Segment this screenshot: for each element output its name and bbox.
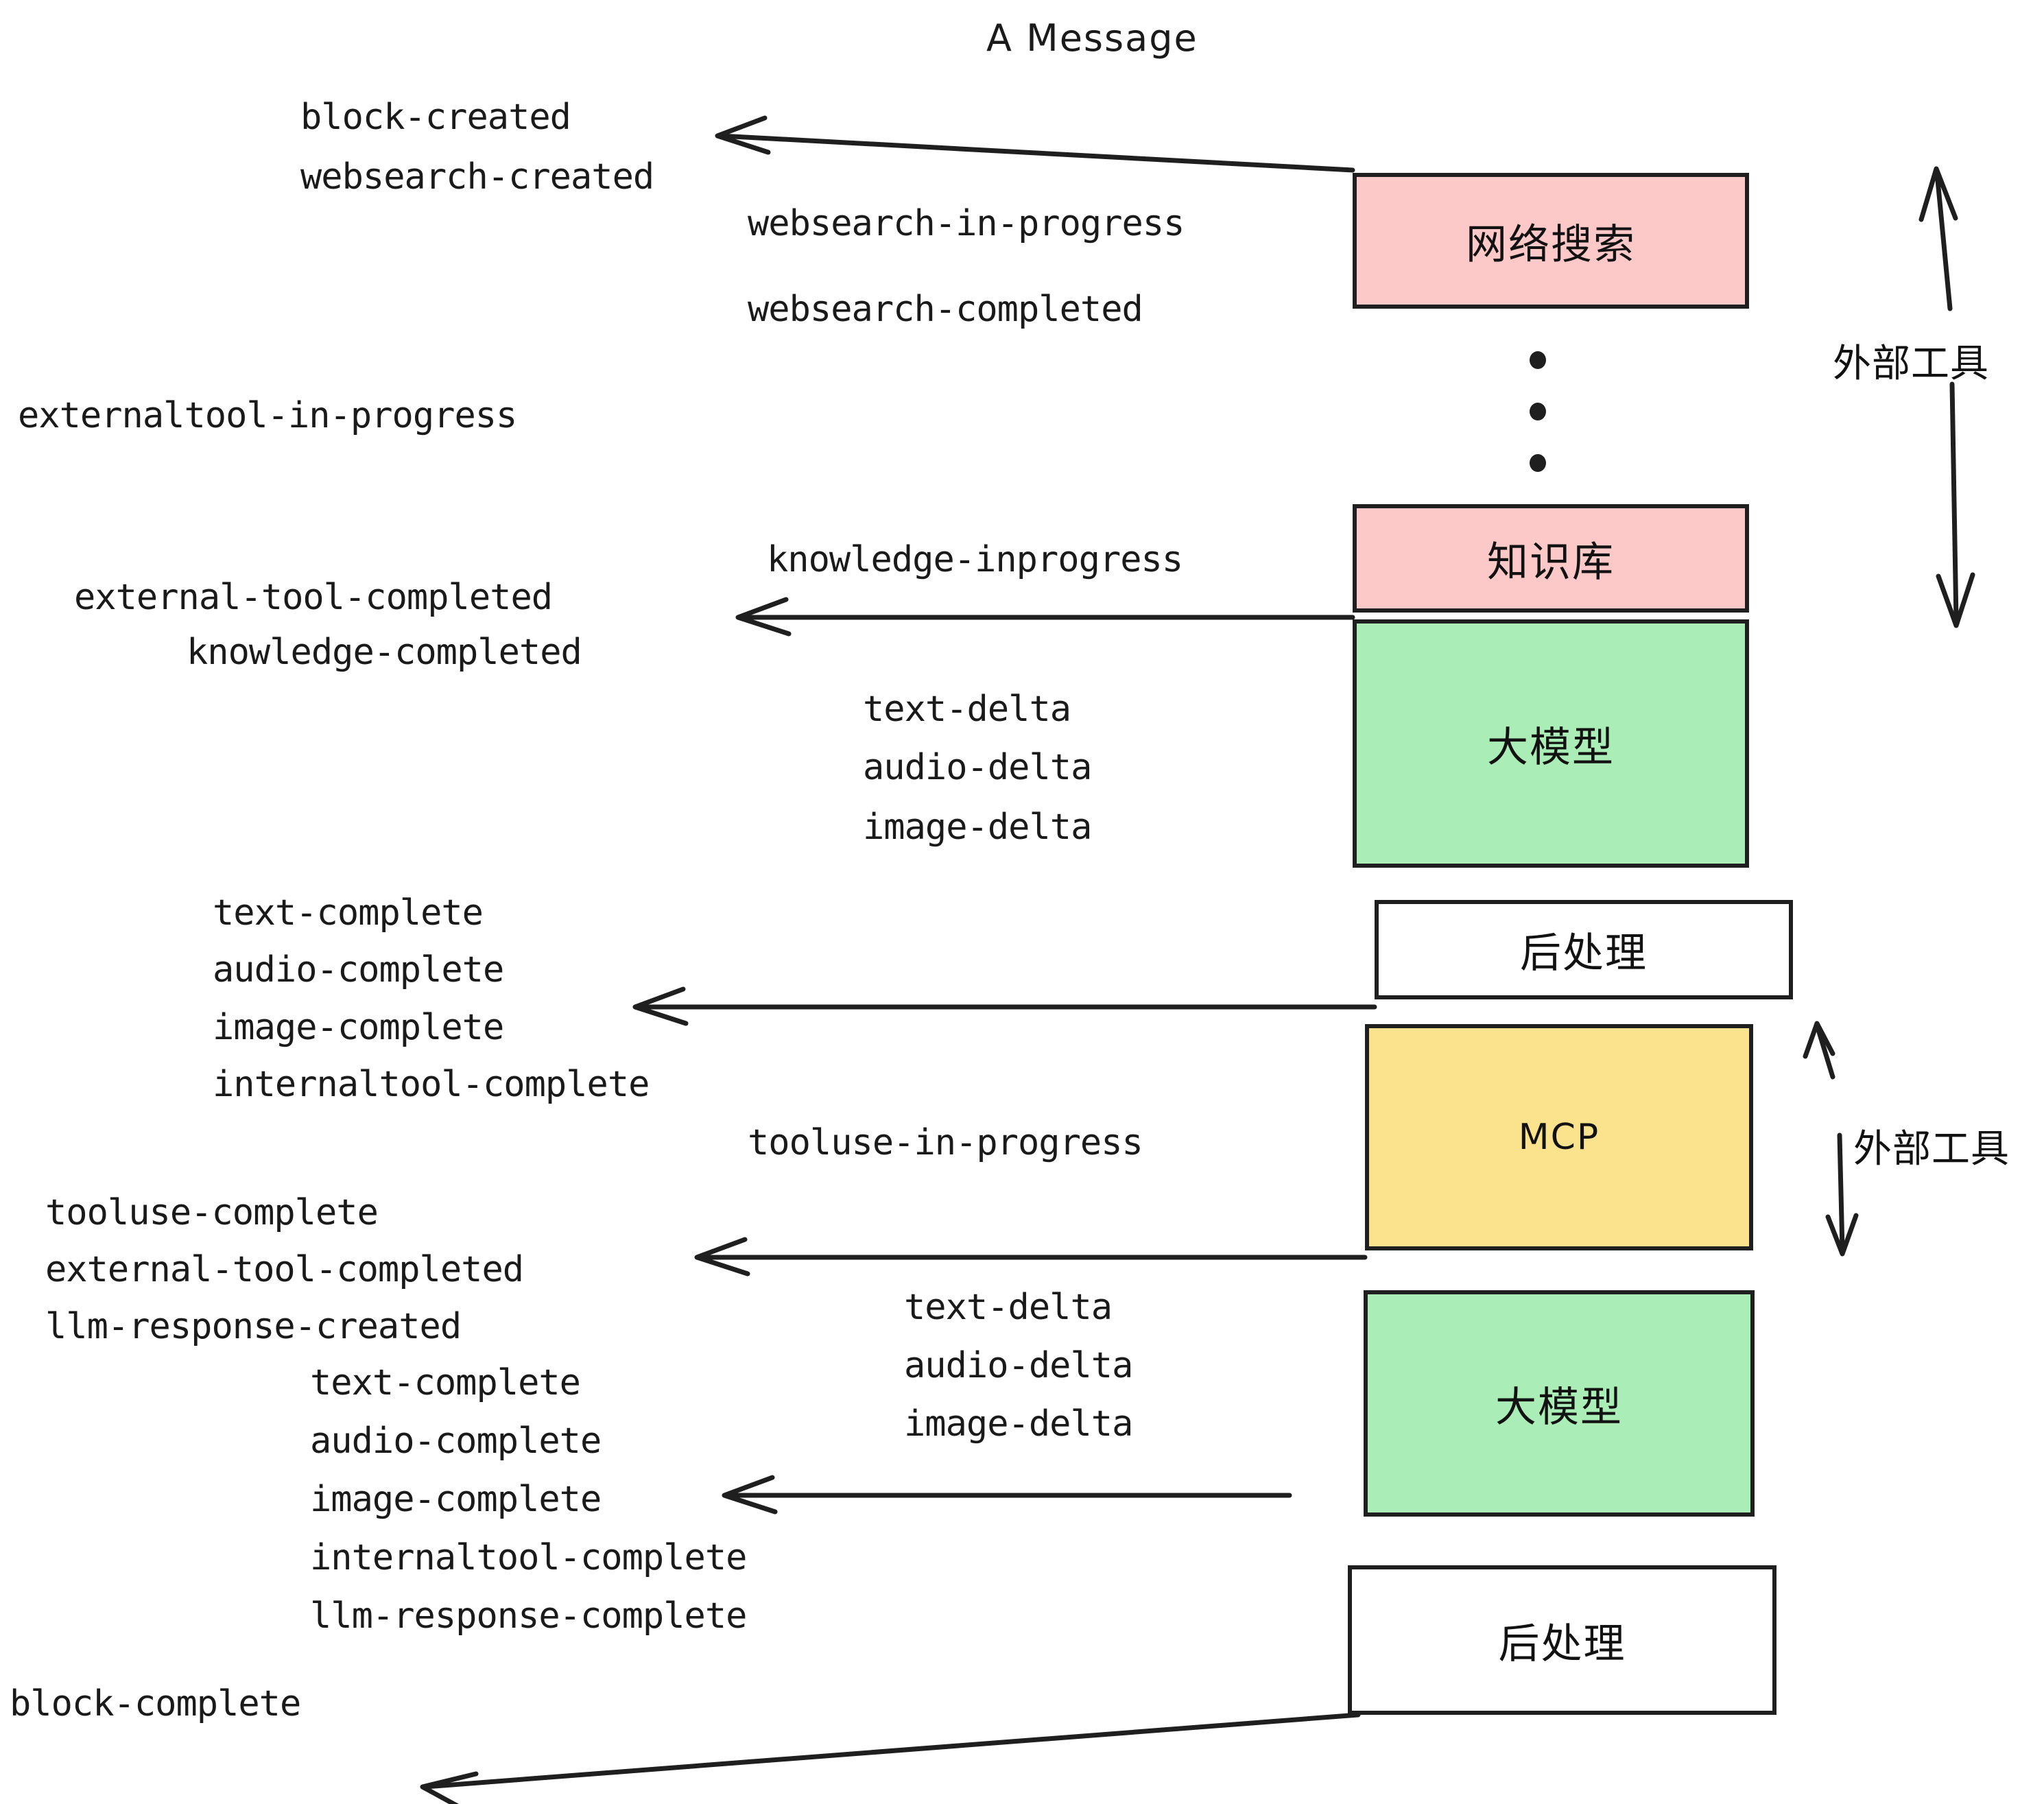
arrow-head-down-2 (1825, 1213, 1859, 1257)
event-label: text-complete (310, 1362, 581, 1403)
arrow-head-up-1 (1918, 166, 1958, 222)
event-label: text-complete (213, 892, 484, 934)
event-label: internaltool-complete (310, 1537, 747, 1578)
event-label: text-delta (863, 689, 1071, 730)
event-label: internaltool-complete (213, 1064, 650, 1105)
arrow-head-up-2 (1803, 1021, 1835, 1059)
event-label: image-complete (213, 1007, 504, 1048)
node-label: 后处理 (1520, 929, 1648, 977)
event-label: websearch-created (300, 156, 654, 198)
arrow-head-3 (632, 986, 689, 1026)
arrow-head-2 (735, 597, 792, 637)
event-label: audio-complete (310, 1421, 602, 1462)
arrow-head-1 (715, 115, 771, 155)
event-label: knowledge-completed (187, 632, 582, 673)
event-label: image-delta (863, 807, 1092, 848)
node-label: 大模型 (1495, 1383, 1623, 1432)
node-label: MCP (1518, 1117, 1600, 1158)
event-label: text-delta (904, 1287, 1113, 1328)
event-label: externaltool-in-progress (18, 395, 517, 436)
event-label: block-created (300, 97, 571, 138)
event-label: tooluse-in-progress (748, 1122, 1143, 1163)
event-label: audio-delta (863, 747, 1092, 788)
event-label: image-delta (904, 1403, 1133, 1445)
side-label-external-tools-bottom: 外部工具 (1853, 1127, 2010, 1172)
node-label: 后处理 (1498, 1619, 1626, 1668)
event-label: websearch-in-progress (748, 203, 1185, 244)
ellipsis-dot (1530, 454, 1546, 472)
event-label: websearch-completed (748, 289, 1143, 330)
arrow-head-down-1 (1936, 572, 1975, 628)
node-label: 大模型 (1487, 723, 1615, 772)
event-label: llm-response-complete (310, 1595, 747, 1637)
event-label: external-tool-completed (74, 577, 553, 618)
ellipsis-dot (1530, 403, 1546, 420)
node-knowledge-base[interactable]: 知识库 (1353, 504, 1749, 613)
arrow-external-tools-down-2 (1837, 1132, 1845, 1253)
node-llm-first[interactable]: 大模型 (1353, 619, 1749, 868)
event-label: image-complete (310, 1479, 602, 1520)
node-websearch[interactable]: 网络搜索 (1353, 173, 1749, 309)
arrow-head-5 (722, 1475, 778, 1515)
event-label: audio-complete (213, 949, 504, 990)
node-postprocess-second[interactable]: 后处理 (1348, 1565, 1776, 1715)
node-label: 网络搜索 (1466, 220, 1636, 269)
arrow-head-6 (420, 1771, 479, 1804)
arrow-external-tools-up-2 (1815, 1025, 1835, 1080)
ellipsis-dot (1530, 351, 1546, 369)
event-label: tooluse-complete (45, 1192, 379, 1233)
arrow-external-tools-up (1934, 170, 1953, 311)
event-label: knowledge-inprogress (767, 539, 1183, 580)
arrow-websearch-to-block-created (717, 133, 1355, 173)
arrow-external-tools-down (1949, 381, 1959, 624)
arrow-head-4 (694, 1237, 750, 1277)
side-label-external-tools-top: 外部工具 (1833, 342, 1989, 386)
event-label: audio-delta (904, 1345, 1133, 1386)
event-label: external-tool-completed (45, 1249, 524, 1290)
node-llm-second[interactable]: 大模型 (1364, 1290, 1755, 1517)
page-title: A Message (986, 16, 1198, 60)
event-label: llm-response-created (45, 1306, 462, 1347)
node-mcp[interactable]: MCP (1365, 1024, 1753, 1250)
event-label: block-complete (10, 1683, 301, 1724)
node-label: 知识库 (1487, 538, 1615, 586)
arrow-post2-to-block-complete (423, 1712, 1361, 1790)
node-postprocess-first[interactable]: 后处理 (1375, 900, 1793, 999)
